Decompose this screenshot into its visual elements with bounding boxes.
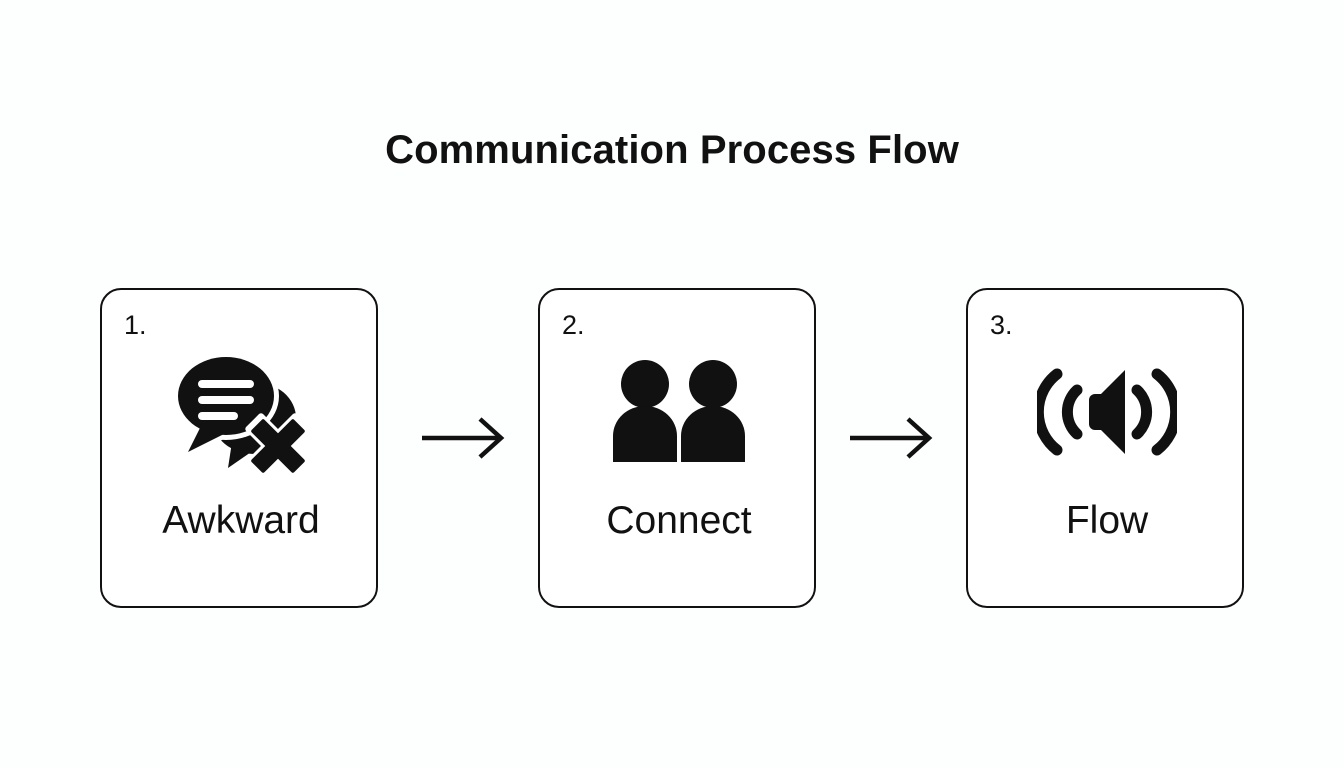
step-label-1: Awkward [162, 499, 320, 542]
speaker-sound-waves-icon [1032, 356, 1182, 473]
step-card-3[interactable]: 3. [966, 288, 1244, 608]
step-number-2: 2. [562, 310, 585, 340]
step-card-2[interactable]: 2. Connect [538, 288, 816, 608]
process-flow-row: 1. [100, 288, 1244, 608]
arrow-right-icon [848, 416, 938, 460]
flow-connector-2 [848, 416, 938, 460]
step-number-1: 1. [124, 310, 147, 340]
speech-bubbles-with-x-icon [166, 346, 316, 483]
step-icon-3 [968, 344, 1246, 484]
step-icon-1 [102, 344, 380, 484]
flow-connector-1 [420, 416, 510, 460]
arrow-right-icon [420, 416, 510, 460]
page-title: Communication Process Flow [385, 128, 959, 172]
step-card-1[interactable]: 1. [100, 288, 378, 608]
step-number-3: 3. [990, 310, 1013, 340]
step-label-3: Flow [1065, 499, 1149, 542]
step-icon-2 [540, 344, 818, 484]
step-label-2: Connect [606, 499, 752, 542]
two-people-icon [611, 358, 747, 471]
